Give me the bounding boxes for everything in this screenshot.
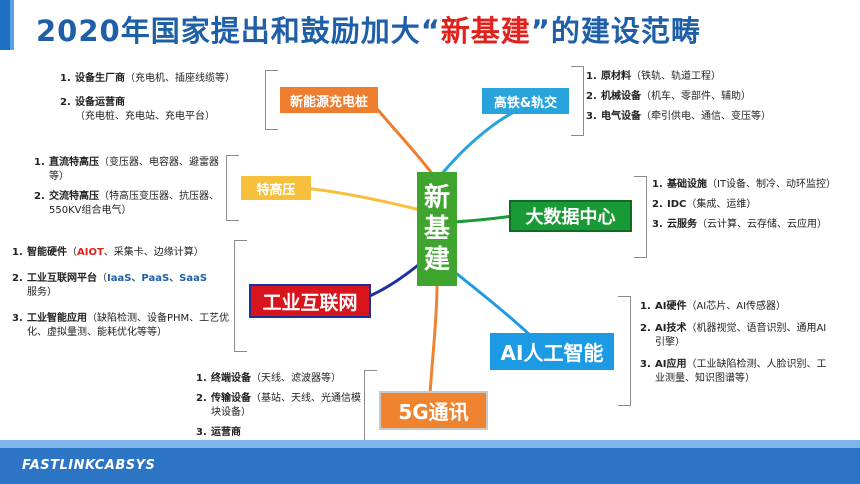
list-item: 1.直流特高压（变压器、电容器、避雷器等） [34, 157, 219, 182]
header-accent-bar [0, 0, 10, 50]
list-rail: 1.原材料（铁轨、轨道工程） 2.机械设备（机车、零部件、辅助） 3.电气设备（… [586, 70, 806, 130]
page-title: 2020年国家提出和鼓励加大“新基建”的建设范畴 [36, 14, 701, 48]
list-item: 3.运营商 [196, 427, 241, 438]
connector-uhv [304, 186, 421, 212]
footer-accent [0, 440, 860, 450]
list-item: 1.原材料（铁轨、轨道工程） [586, 71, 721, 82]
title-highlight: 新基建 [440, 14, 531, 48]
list-iiot: 1.智能硬件（AIOT、采集卡、边缘计算） 2.工业互联网平台（IaaS、Paa… [12, 246, 234, 346]
list-item: 2.机械设备（机车、零部件、辅助） [586, 91, 751, 102]
footer-bar [0, 448, 860, 484]
list-item: 2.工业互联网平台（IaaS、PaaS、SaaS服务） [12, 273, 208, 298]
list-item: 2.IDC（集成、运维） [652, 199, 757, 210]
node-datacenter: 大数据中心 [509, 200, 632, 232]
bracket-charging [265, 70, 278, 130]
node-5g: 5G通讯 [379, 391, 488, 430]
list-item: 3.工业智能应用（缺陷检测、设备PHM、工艺优化、虚拟量测、能耗优化等等） [12, 313, 230, 338]
list-item: 1.基础设施（IT设备、制冷、动环监控） [652, 179, 837, 190]
list-item: 2.AI技术（机器视觉、语音识别、通用AI引擎） [640, 323, 827, 348]
list-item: 2.传输设备（基站、天线、光通信模块设备） [196, 393, 361, 418]
connector-rail [438, 106, 523, 177]
node-ai: AI人工智能 [490, 333, 614, 370]
center-node: 新基建 [417, 172, 457, 286]
list-ai: 1.AI硬件（AI芯片、AI传感器） 2.AI技术（机器视觉、语音识别、通用AI… [640, 300, 832, 392]
list-5g: 1.终端设备（天线、滤波器等） 2.传输设备（基站、天线、光通信模块设备） 3.… [196, 372, 366, 446]
bracket-ai [618, 296, 631, 406]
list-uhv: 1.直流特高压（变压器、电容器、避雷器等） 2.交流特高压（特高压变压器、抗压器… [34, 156, 224, 224]
list-item: 1.终端设备（天线、滤波器等） [196, 373, 341, 384]
node-iiot: 工业互联网 [249, 284, 371, 318]
connector-charging [368, 99, 439, 181]
bracket-uhv [226, 155, 239, 221]
connector-iiot [364, 260, 423, 300]
list-item: 3.电气设备（牵引供电、通信、变压等） [586, 111, 771, 122]
connector-5g [428, 285, 439, 396]
bracket-iiot [234, 240, 247, 352]
list-item: 3.AI应用（工业缺陷检测、人脸识别、工业测量、知识图谱等） [640, 359, 827, 384]
connector-ai [451, 268, 537, 342]
node-uhv: 特高压 [241, 176, 311, 200]
connector-datacenter [454, 214, 513, 224]
list-charging: 1.设备生厂商（充电机、插座线缆等） 2.设备运营商（充电桩、充电站、充电平台） [60, 72, 260, 130]
list-item: 1.AI硬件（AI芯片、AI传感器） [640, 301, 787, 312]
list-item: 1.设备生厂商（充电机、插座线缆等） [60, 73, 235, 84]
node-rail: 高铁&轨交 [482, 88, 569, 114]
bracket-datacenter [634, 176, 647, 258]
list-item: 2.设备运营商（充电桩、充电站、充电平台） [60, 97, 215, 122]
header-accent-stripe [10, 0, 14, 50]
footer-brand: FASTLINKCABSYS [22, 458, 156, 473]
list-item: 1.智能硬件（AIOT、采集卡、边缘计算） [12, 247, 204, 258]
list-item: 2.交流特高压（特高压变压器、抗压器、550KV组合电气） [34, 191, 219, 216]
list-item: 3.云服务（云计算、云存储、云应用） [652, 219, 827, 230]
bracket-rail [571, 66, 584, 136]
node-charging: 新能源充电桩 [280, 87, 378, 113]
list-datacenter: 1.基础设施（IT设备、制冷、动环监控） 2.IDC（集成、运维） 3.云服务（… [652, 178, 852, 238]
